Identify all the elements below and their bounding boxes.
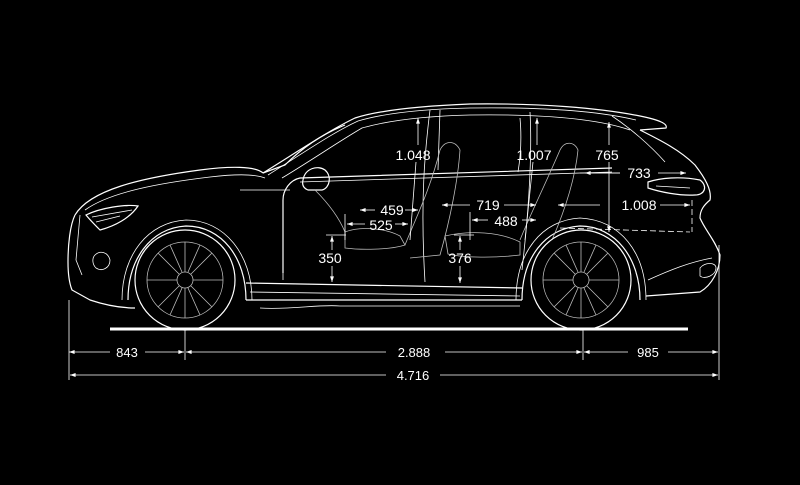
rear-seat-height-label: 376 (448, 250, 472, 266)
rear-overhang-label: 985 (637, 345, 659, 360)
overall-length-label: 4.716 (397, 368, 430, 383)
cargo-length-upper-label: 733 (627, 165, 651, 181)
front-seat-height-label: 350 (318, 250, 342, 266)
front-overhang-label: 843 (116, 345, 138, 360)
wheelbase-label: 2.888 (398, 345, 431, 360)
cargo-height-label: 765 (595, 147, 619, 163)
front-seat-cushion-label: 525 (369, 217, 393, 233)
rear-wheel (530, 229, 632, 331)
rear-legroom-label: 719 (476, 197, 500, 213)
seats (314, 142, 579, 259)
front-wheel (134, 229, 236, 331)
rear-headroom-label: 1.007 (516, 147, 551, 163)
front-headroom-label: 1.048 (395, 147, 430, 163)
front-seat-to-pedal-label: 459 (380, 202, 404, 218)
car-body-outline (67, 103, 721, 309)
interior-dimension-lines (326, 118, 691, 283)
rear-seat-cushion-label: 488 (494, 213, 518, 229)
cargo-length-lower-label: 1.008 (621, 197, 656, 213)
exterior-dimension-lines (68, 245, 720, 380)
